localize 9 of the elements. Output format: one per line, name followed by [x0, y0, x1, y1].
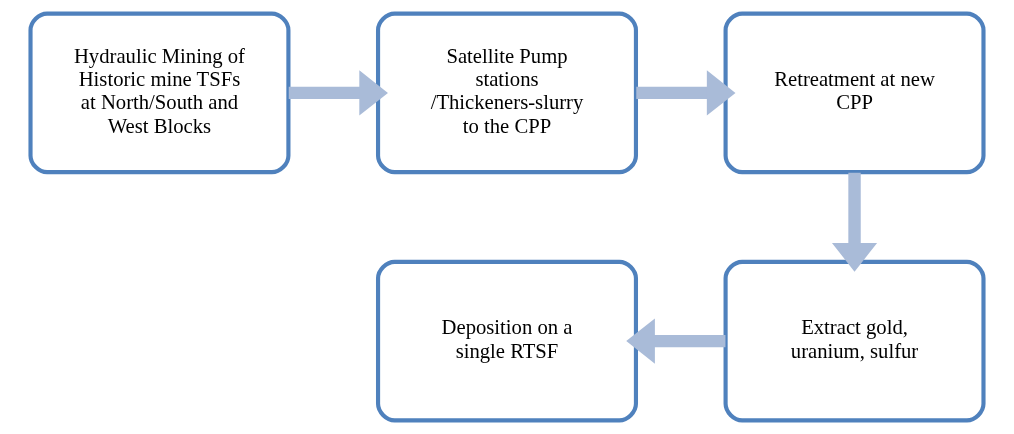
arrow	[636, 70, 736, 116]
arrow	[288, 70, 388, 116]
arrow	[626, 318, 726, 364]
node-box: Extract gold, uranium, sulfur	[723, 259, 986, 423]
node-box: Hydraulic Mining of Historic mine TSFs at North/South and West Blocks	[28, 11, 291, 175]
arrow	[831, 172, 878, 272]
node-box: Retreatment at new CPP	[723, 11, 986, 175]
node-box: Satellite Pump stations /Thickeners-slurry to the CPP	[376, 11, 639, 175]
node-box: Deposition on a single RTSF	[376, 259, 639, 423]
